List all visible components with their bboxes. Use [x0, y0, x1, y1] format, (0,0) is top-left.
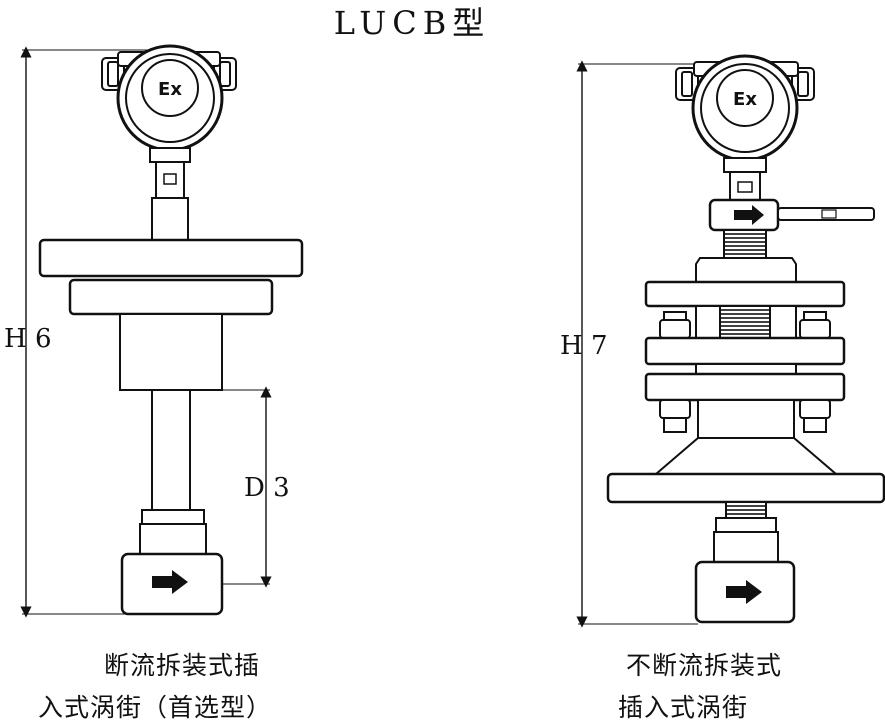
left-meter: Ex: [20, 44, 304, 618]
left-caption-line2: 入式涡街（首选型）: [38, 693, 273, 722]
right-base-flange: [606, 472, 885, 504]
left-h-dimension-label: H 6: [4, 324, 51, 354]
left-insertion-rod: [151, 389, 191, 511]
left-lower-flange: [68, 278, 274, 316]
left-ex-badge: Ex: [158, 79, 182, 100]
left-flow-arrow-icon: [152, 570, 188, 594]
left-caption-line1: 断流拆装式插: [104, 651, 261, 680]
right-flange-3: [644, 372, 846, 402]
right-flow-arrow-icon: [726, 580, 762, 604]
right-cone-adapter: [653, 437, 839, 475]
right-flange-1: [644, 280, 846, 308]
right-caption-line2: 插入式涡街: [618, 693, 749, 722]
right-threaded-rod-upper: [723, 229, 767, 259]
left-upper-flange: [38, 238, 304, 278]
diagram-title: LUCB型: [334, 4, 490, 42]
right-caption-line1: 不断流拆装式: [626, 651, 783, 680]
right-ex-badge: Ex: [733, 89, 757, 110]
right-collar-arrow-icon: [734, 205, 764, 225]
left-d-dimension-label: D 3: [244, 473, 290, 503]
right-flange-2: [644, 336, 846, 366]
right-h-dimension-label: H 7: [560, 331, 607, 361]
right-meter: Ex: [576, 54, 885, 628]
